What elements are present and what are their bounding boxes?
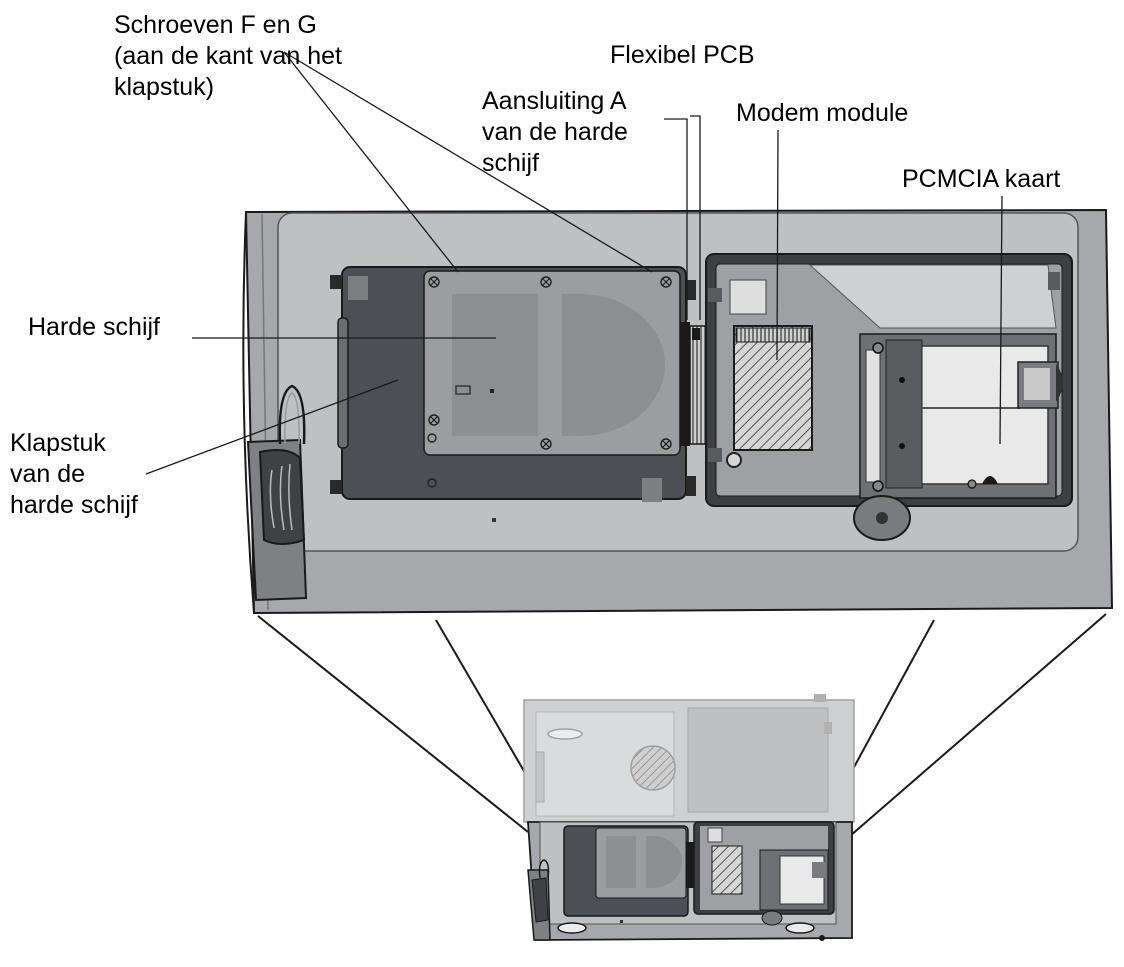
label-pcmcia-card: PCMCIA kaart [902, 164, 1060, 195]
label-hdd-flap-line-1: Klapstuk [10, 429, 106, 457]
label-hard-disk: Harde schijf [28, 312, 160, 343]
label-hdd-text: Harde schijf [28, 313, 160, 341]
label-connector-a: Aansluiting A van de harde schijf [482, 86, 628, 179]
label-flex-pcb-text: Flexibel PCB [610, 41, 755, 69]
label-flex-pcb: Flexibel PCB [610, 40, 755, 71]
main-view [242, 208, 1114, 615]
label-hdd-flap-line-2: van de [10, 460, 86, 488]
label-connector-line-3: schijf [482, 149, 539, 177]
label-hdd-flap: Klapstuk van de harde schijf [10, 428, 138, 521]
label-hdd-flap-line-3: harde schijf [10, 491, 138, 519]
label-screws-line-1: Schroeven F en G [114, 11, 317, 39]
label-screws-line-3: klapstuk) [114, 73, 215, 101]
pcmcia-card [859, 333, 1063, 499]
label-modem-text: Modem module [736, 99, 909, 127]
label-modem-module: Modem module [736, 98, 908, 129]
label-screws-f-g: Schroeven F en G (aan de kant van het kl… [114, 10, 342, 103]
callout-lines [145, 51, 1003, 475]
label-connector-line-1: Aansluiting A [482, 87, 627, 115]
overview-laptop [523, 694, 855, 941]
expansion-bay [705, 253, 1073, 541]
label-pcmcia-text: PCMCIA kaart [902, 165, 1061, 193]
body-left-edge [242, 211, 255, 614]
label-screws-line-2: (aan de kant van het [114, 42, 342, 70]
hard-disk-assembly [330, 266, 696, 502]
modem-module [733, 325, 813, 451]
label-connector-line-2: van de harde [482, 118, 628, 146]
hdd-flap-handle [246, 384, 308, 602]
